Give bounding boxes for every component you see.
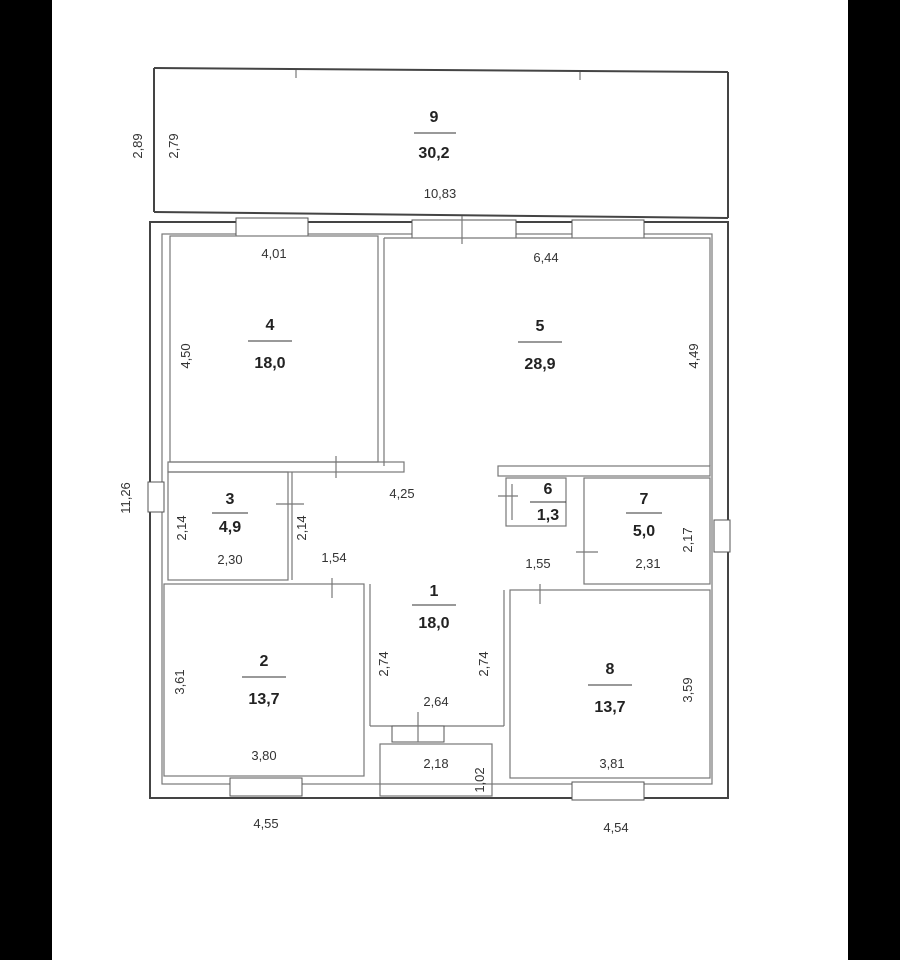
dim-corridor-left: 1,54	[321, 550, 346, 565]
window-room5-door	[411, 219, 517, 239]
room-5-area: 28,9	[524, 356, 555, 373]
dim-corridor-right: 1,55	[525, 556, 550, 571]
room-5-number: 5	[536, 318, 545, 335]
dim-bottom-right: 4,54	[603, 820, 628, 835]
room-1-number: 1	[430, 583, 439, 600]
dim-terrace-height-inner: 2,79	[166, 133, 181, 158]
room-2-walls	[163, 583, 365, 777]
room-7-walls	[583, 477, 711, 585]
dim-porch-width: 2,18	[423, 756, 448, 771]
room-7-area: 5,0	[633, 523, 655, 540]
dimension-labels: 2,89 2,79 10,83 4,01 4,50 6,44 4,49 11,2…	[118, 133, 701, 835]
dim-room8-width: 3,81	[599, 756, 624, 771]
porch-walls	[379, 743, 493, 797]
room-3-number: 3	[226, 491, 235, 508]
room-labels: 9 30,2 4 18,0 5 28,9 3 4,9 6 1,3 7 5,0 1…	[212, 109, 662, 716]
room-4-number: 4	[266, 317, 275, 334]
dim-room5-width: 6,44	[533, 250, 558, 265]
window-room8	[571, 781, 645, 801]
room-4-area: 18,0	[254, 355, 285, 372]
dim-room4-height: 4,50	[178, 343, 193, 368]
house-outer-walls	[149, 221, 729, 799]
dim-bottom-left: 4,55	[253, 816, 278, 831]
dim-room3-height-right: 2,14	[294, 515, 309, 540]
window-room3	[147, 481, 165, 513]
room-8-walls	[509, 589, 711, 779]
dim-terrace-width: 10,83	[424, 186, 457, 201]
room-8-area: 13,7	[594, 699, 625, 716]
dim-corridor-width: 4,25	[389, 486, 414, 501]
room-7-number: 7	[640, 491, 649, 508]
dim-room7-width: 2,31	[635, 556, 660, 571]
terrace-outline	[153, 67, 729, 219]
dim-porch-height: 1,02	[472, 767, 487, 792]
room-9-number: 9	[430, 109, 439, 126]
dim-hall-right: 2,74	[476, 651, 491, 676]
room-2-area: 13,7	[248, 691, 279, 708]
room-6-number: 6	[544, 481, 553, 498]
room-3-area: 4,9	[219, 519, 241, 536]
dim-room7-height: 2,17	[680, 527, 695, 552]
dim-room8-height: 3,59	[680, 677, 695, 702]
window-room4	[235, 217, 309, 237]
room-2-number: 2	[260, 653, 269, 670]
floor-plan: 9 30,2 4 18,0 5 28,9 3 4,9 6 1,3 7 5,0 1…	[118, 67, 731, 835]
dim-room3-height: 2,14	[174, 515, 189, 540]
dim-terrace-height-outer: 2,89	[130, 133, 145, 158]
dim-hall-left: 2,74	[376, 651, 391, 676]
room-9-area: 30,2	[418, 145, 449, 162]
room-8-number: 8	[606, 661, 615, 678]
windows	[147, 217, 731, 801]
dim-room3-width: 2,30	[217, 552, 242, 567]
plan-paper: 9 30,2 4 18,0 5 28,9 3 4,9 6 1,3 7 5,0 1…	[52, 0, 848, 960]
dim-room2-width: 3,80	[251, 748, 276, 763]
dim-hall-bottom: 2,64	[423, 694, 448, 709]
interior-walls	[163, 216, 711, 797]
room-3-walls	[167, 471, 289, 581]
dim-room5-height: 4,49	[686, 343, 701, 368]
window-room7	[713, 519, 731, 553]
dim-overall-height: 11,26	[118, 482, 133, 514]
room-6-area: 1,3	[537, 507, 559, 524]
room-1-area: 18,0	[418, 615, 449, 632]
dim-room4-width: 4,01	[261, 246, 286, 261]
dim-room2-height: 3,61	[172, 669, 187, 694]
window-room5	[571, 219, 645, 239]
window-room2	[229, 777, 303, 797]
room-4-walls	[169, 235, 379, 463]
